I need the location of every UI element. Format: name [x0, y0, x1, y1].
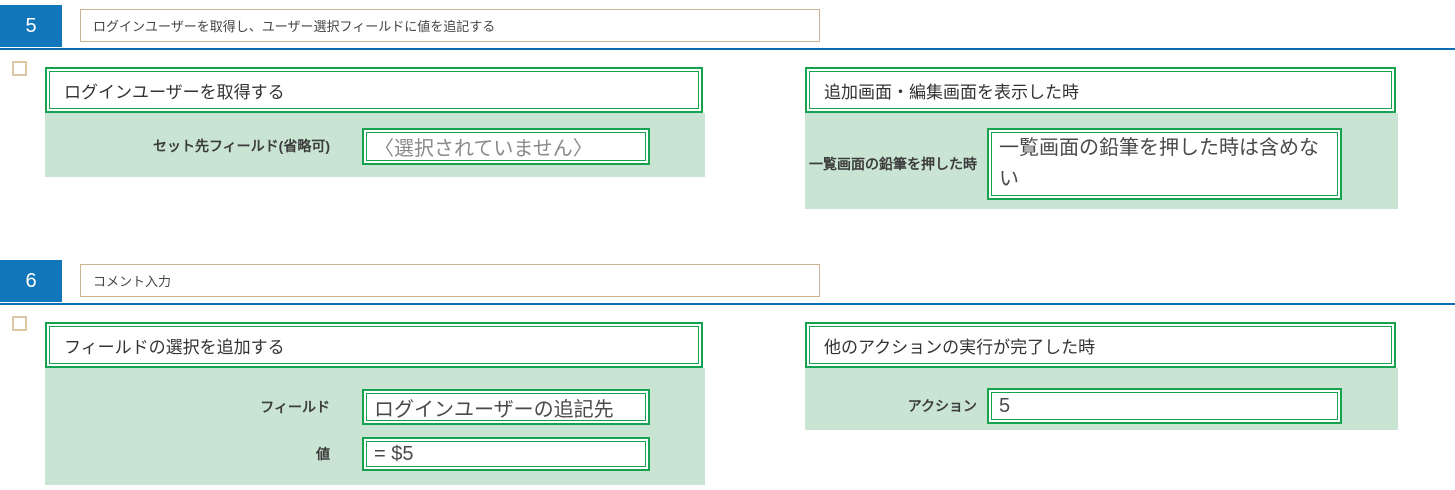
field-value-select[interactable]: ログインユーザーの追記先 — [362, 389, 650, 425]
row-checkbox[interactable] — [12, 316, 27, 331]
memo-input[interactable] — [80, 264, 820, 297]
trigger-title: 追加画面・編集画面を表示した時 — [824, 82, 1079, 102]
row-checkbox[interactable] — [12, 61, 27, 76]
action-title-box[interactable]: フィールドの選択を追加する — [45, 322, 703, 368]
action-title: ログインユーザーを取得する — [64, 82, 285, 102]
trigger-field-value-select[interactable]: 一覧画面の鉛筆を押した時は含めない — [987, 128, 1342, 200]
action-row-6: 6 フィールドの選択を追加する フィールド ログインユーザーの追記先 値 = $… — [0, 255, 1455, 490]
section-divider — [0, 303, 1455, 305]
step-number: 6 — [25, 269, 37, 292]
step-number: 5 — [25, 14, 37, 37]
trigger-field-label: 一覧画面の鉛筆を押した時 — [809, 155, 977, 172]
field-label: セット先フィールド(省略可) — [152, 138, 330, 155]
action-title-box[interactable]: ログインユーザーを取得する — [45, 67, 703, 113]
field-value-select[interactable]: 〈選択されていません〉 — [362, 128, 650, 165]
section-divider — [0, 48, 1455, 50]
trigger-field-value-select[interactable]: 5 — [987, 388, 1342, 424]
step-number-badge: 6 — [0, 260, 62, 302]
trigger-field-label: アクション — [907, 397, 977, 414]
field-label: 値 — [316, 445, 330, 462]
step-number-badge: 5 — [0, 5, 62, 47]
action-title: フィールドの選択を追加する — [64, 337, 285, 357]
action-row-5: 5 ログインユーザーを取得する セット先フィールド(省略可) 〈選択されていませ… — [0, 5, 1455, 209]
memo-input[interactable] — [80, 9, 820, 42]
trigger-title-box[interactable]: 追加画面・編集画面を表示した時 — [805, 67, 1396, 113]
trigger-title: 他のアクションの実行が完了した時 — [824, 337, 1096, 357]
trigger-title-box[interactable]: 他のアクションの実行が完了した時 — [805, 322, 1396, 368]
field-value-input[interactable]: = $5 — [362, 437, 650, 471]
field-label: フィールド — [260, 398, 330, 415]
